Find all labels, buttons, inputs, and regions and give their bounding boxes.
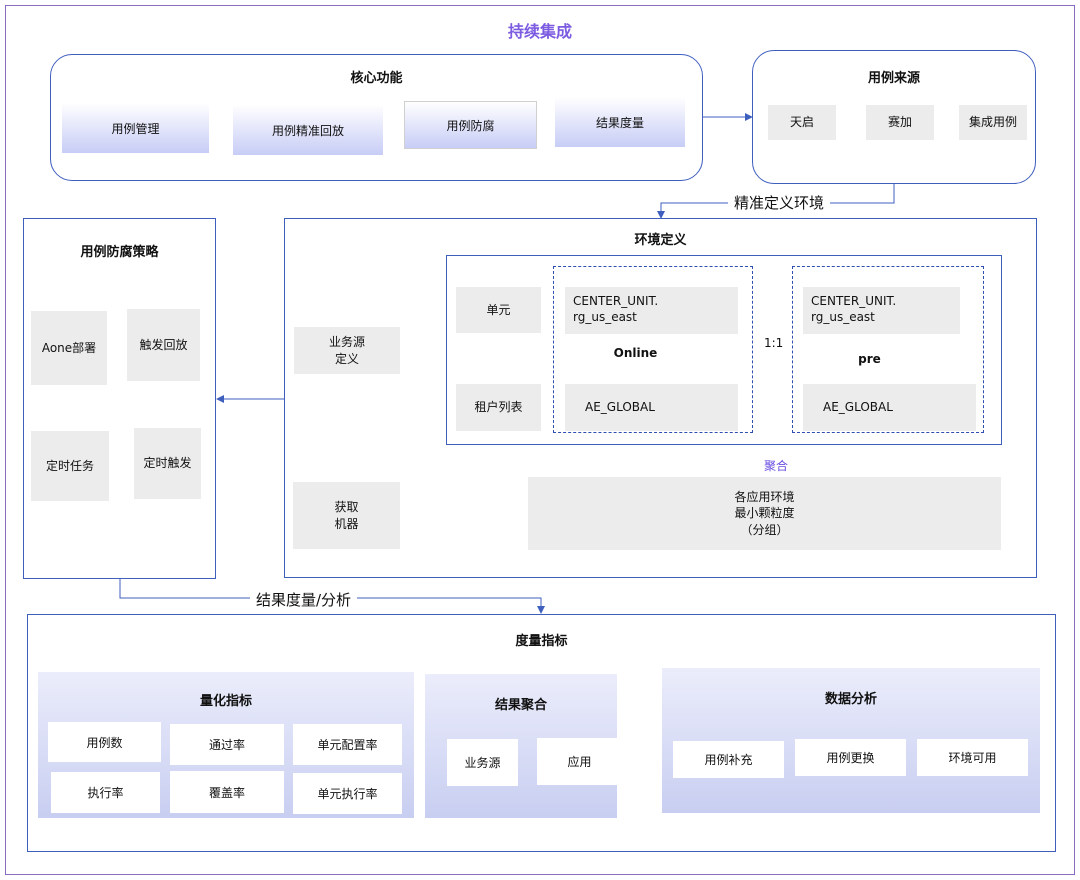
metric-coverage-rate: 覆盖率 (170, 771, 284, 813)
acquire-machine-box: 获取 机器 (293, 482, 400, 549)
min-granularity-box: 各应用环境 最小颗粒度 （分组） (528, 477, 1001, 550)
strategy-item-trigger-replay: 触发回放 (127, 309, 200, 381)
aggregate-label: 聚合 (764, 459, 789, 473)
pre-unit-value: CENTER_UNIT. rg_us_east (803, 287, 960, 334)
metric-execution-rate: 执行率 (51, 772, 160, 813)
result-aggregate-title: 结果聚合 (494, 698, 547, 713)
label-precise-env: 精准定义环境 (728, 192, 831, 213)
source-item-integration: 集成用例 (959, 105, 1027, 140)
strategy-item-aone-deploy: Aone部署 (31, 311, 107, 385)
env-definition-title: 环境定义 (634, 233, 687, 248)
metric-unit-execution-rate: 单元执行率 (293, 773, 402, 814)
unit-label: 单元 (456, 287, 541, 333)
ratio-label: 1:1 (764, 336, 784, 350)
core-item-precise-replay: 用例精准回放 (233, 105, 383, 155)
source-item-saijia: 赛加 (866, 105, 934, 140)
online-unit-value: CENTER_UNIT. rg_us_east (565, 287, 738, 334)
quant-metrics-title: 量化指标 (199, 694, 252, 709)
metrics-title: 度量指标 (515, 634, 568, 649)
core-item-case-management: 用例管理 (62, 103, 209, 153)
page-title: 持续集成 (507, 22, 572, 41)
strategy-item-scheduled-trigger: 定时触发 (134, 428, 201, 499)
strategy-item-scheduled-task: 定时任务 (31, 431, 109, 501)
agg-item-biz-source: 业务源 (447, 739, 518, 786)
metric-pass-rate: 通过率 (170, 724, 284, 765)
core-functions-title: 核心功能 (350, 71, 403, 86)
pre-env-box (792, 266, 984, 433)
analysis-item-supplement: 用例补充 (673, 741, 784, 778)
core-item-result-metrics: 结果度量 (555, 97, 685, 147)
label-result-analysis: 结果度量/分析 (250, 589, 358, 610)
analysis-item-replace: 用例更换 (795, 739, 906, 776)
data-analysis-title: 数据分析 (824, 692, 877, 707)
biz-source-definition: 业务源 定义 (294, 327, 400, 374)
tenant-list-label: 租户列表 (456, 384, 541, 431)
source-item-tianqi: 天启 (768, 105, 836, 140)
anti-corrosion-strategy-box: 用例防腐策略 (23, 218, 216, 579)
online-env-name: Online (613, 346, 658, 360)
outer-frame (5, 5, 1075, 875)
agg-item-application: 应用 (537, 738, 622, 785)
pre-env-name: pre (858, 352, 881, 366)
online-tenant-value: AE_GLOBAL (565, 384, 738, 431)
pre-tenant-value: AE_GLOBAL (803, 384, 976, 431)
metric-unit-config-rate: 单元配置率 (293, 724, 402, 765)
online-env-box (553, 266, 753, 433)
metric-case-count: 用例数 (48, 722, 161, 762)
case-source-title: 用例来源 (867, 71, 920, 86)
core-item-anti-corrosion: 用例防腐 (404, 101, 537, 149)
strategy-title: 用例防腐策略 (80, 245, 159, 260)
analysis-item-env-available: 环境可用 (917, 739, 1028, 776)
